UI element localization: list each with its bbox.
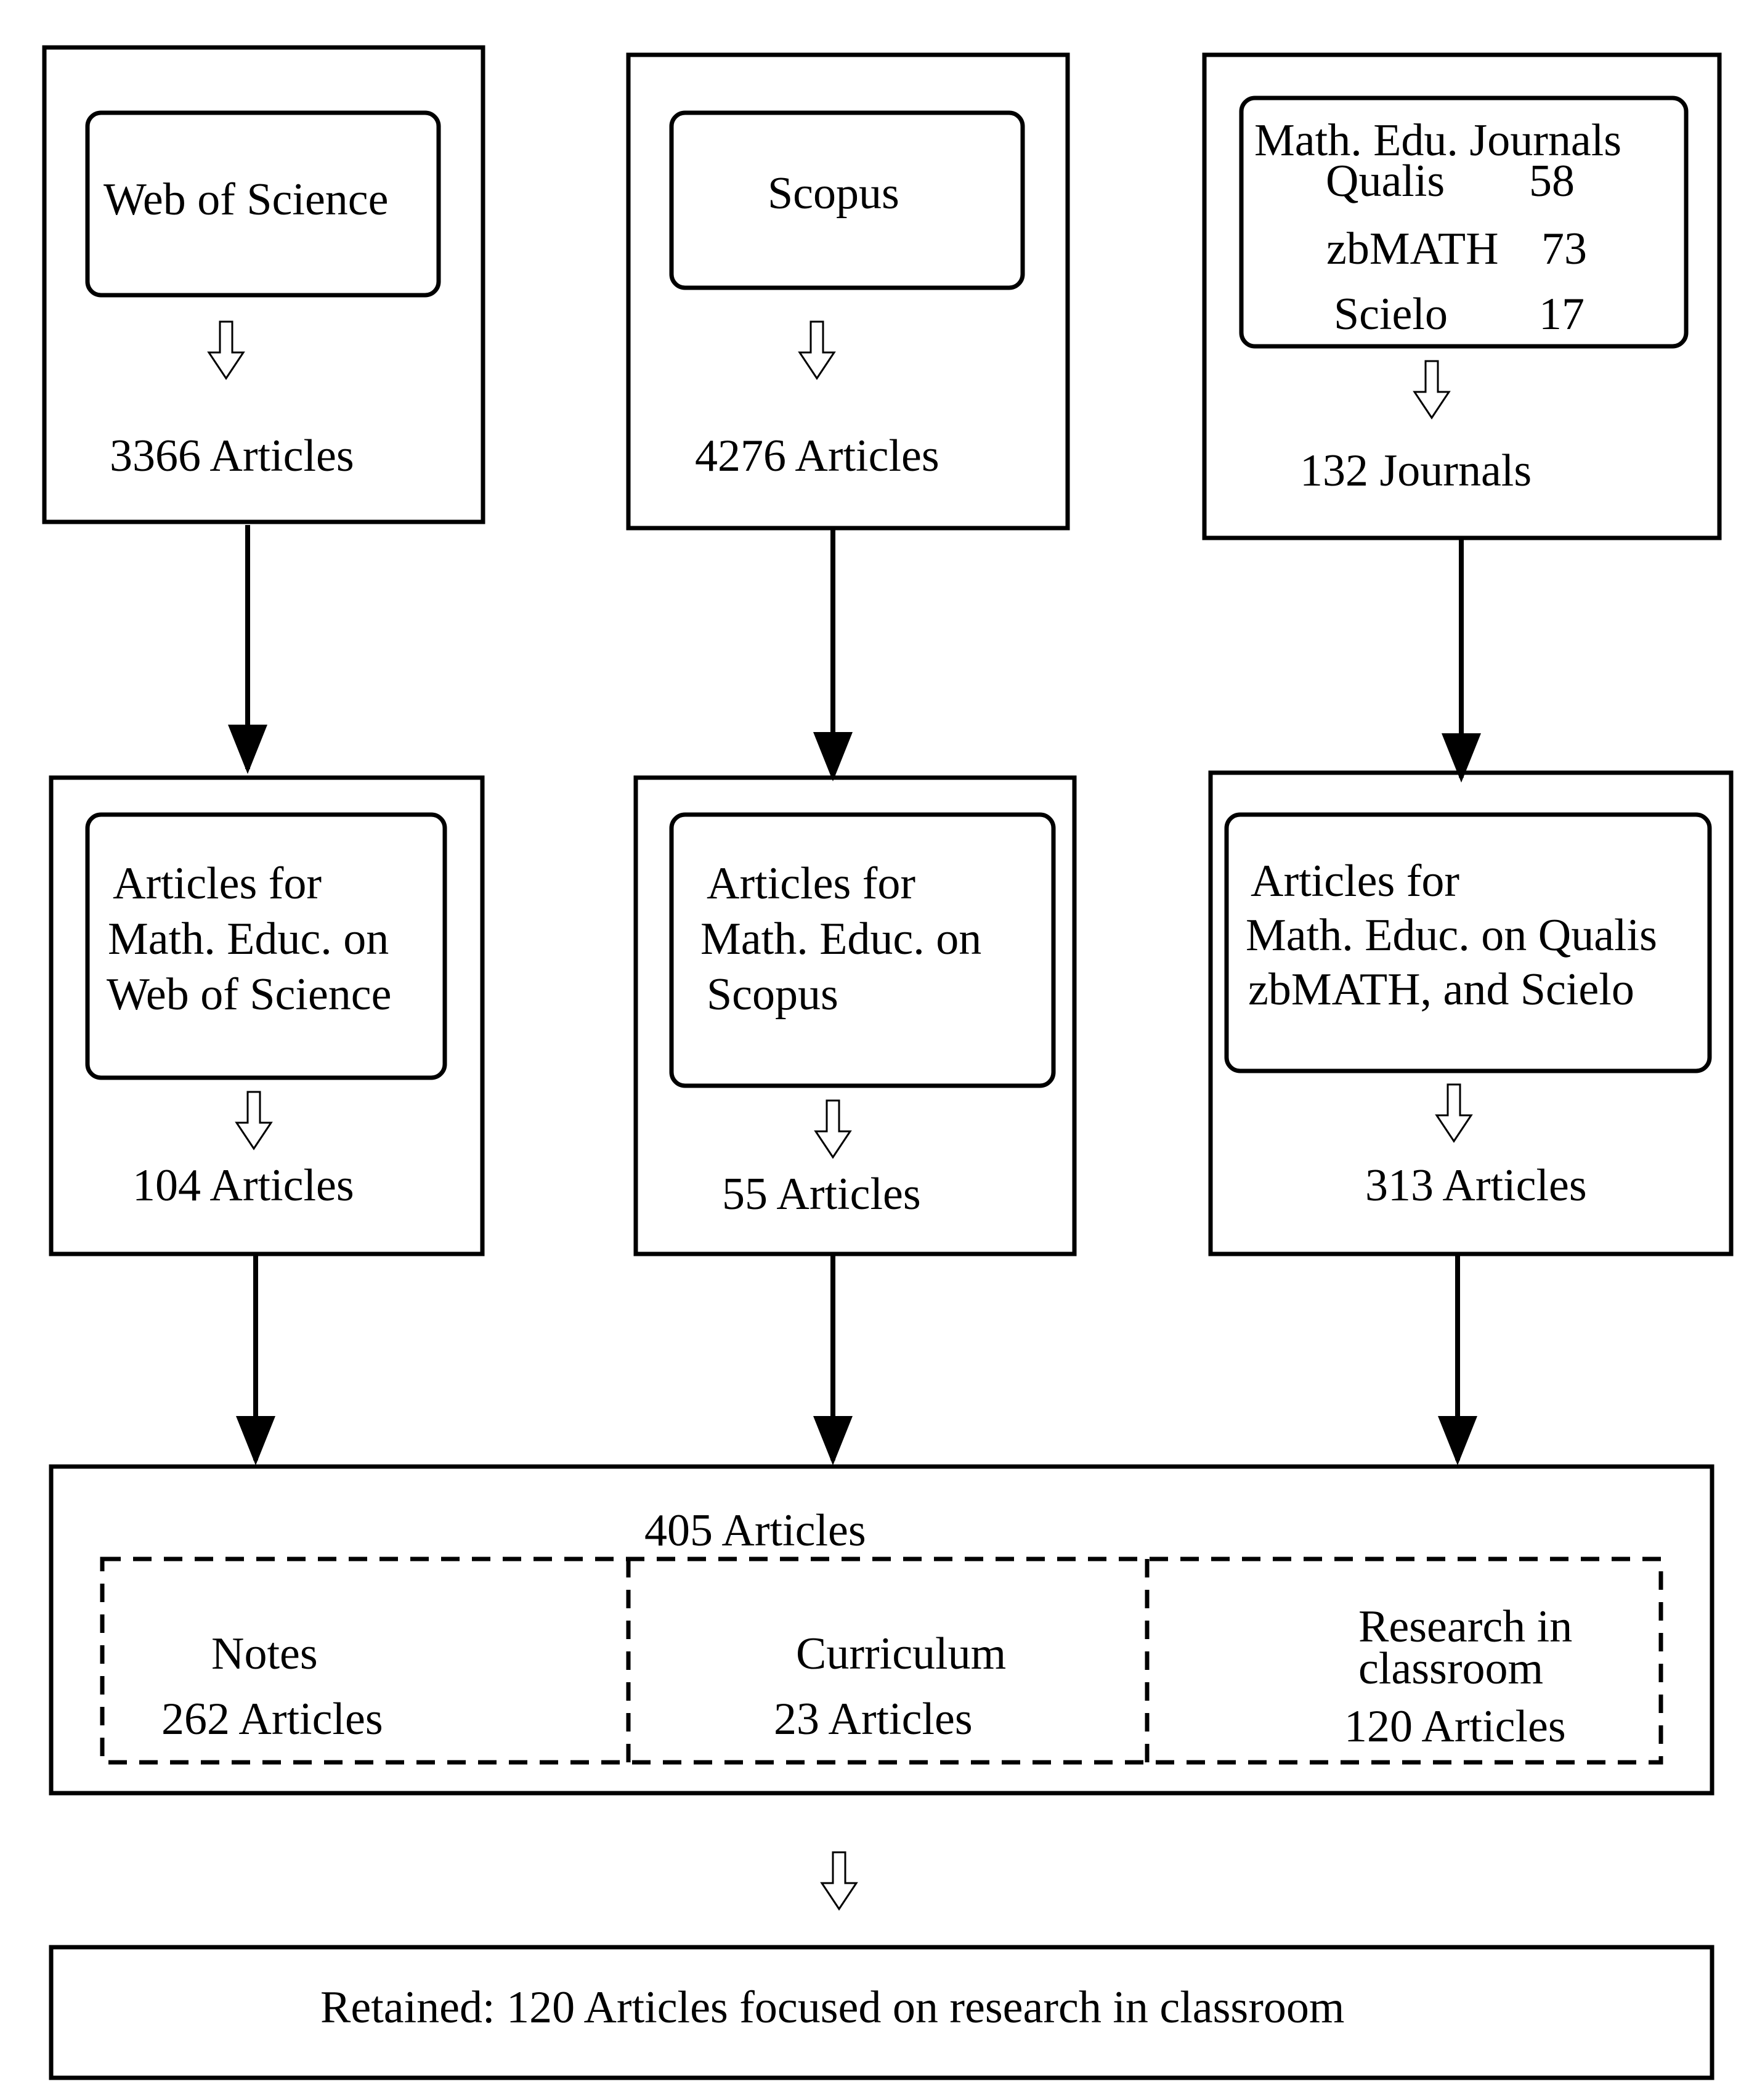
merged-box: 405 Articles Notes 262 Articles Curricul… [49,1464,1714,1796]
wos-count: 3366 Articles [110,431,354,481]
category-count: 23 Articles [774,1694,973,1744]
down-arrow-icon [235,1091,273,1150]
scopus-filtered-count: 55 Articles [722,1169,921,1219]
category-name: Curriculum [796,1629,1006,1679]
journals-filter-line-2: Math. Educ. on Qualis [1246,910,1657,961]
wos-name: Web of Science [103,174,389,225]
journals-filter-box: Articles for Math. Educ. on Qualis zbMAT… [1208,770,1734,1256]
wos-filtered-count: 104 Articles [132,1160,354,1211]
down-arrow-icon [820,1851,858,1911]
journals-title: Math. Edu. Journals [1254,115,1621,166]
category-notes: Notes 262 Articles [161,1629,383,1744]
connector-arrows-top [228,525,1481,783]
category-research-classroom: Research in classroom 120 Articles [1344,1601,1572,1752]
journal-value-scielo: 17 [1539,289,1585,340]
connector-arrows-bottom [236,1256,1477,1465]
down-arrow-icon [207,320,245,380]
scopus-source-box: Scopus 4276 Articles [626,52,1070,531]
category-dashed-frame [100,1557,1663,1765]
merged-total: 405 Articles [644,1505,866,1556]
journals-filtered-count: 313 Articles [1365,1160,1587,1211]
scopus-filter-line-1: Articles for [707,858,915,909]
scopus-filter-line-3: Scopus [707,969,838,1020]
journal-name-qualis: Qualis [1326,156,1445,206]
journals-count: 132 Journals [1300,446,1532,496]
scopus-count: 4276 Articles [695,431,939,481]
wos-filter-line-1: Articles for [113,858,322,909]
journal-value-qualis: 58 [1529,156,1575,206]
journal-name-scielo: Scielo [1334,289,1448,340]
scopus-filter-line-2: Math. Educ. on [700,914,981,964]
category-count: 262 Articles [161,1694,383,1744]
wos-filter-line-3: Web of Science [107,969,392,1020]
journal-name-zbmath: zbMATH [1326,224,1499,274]
scopus-name: Scopus [768,168,899,219]
retained-box: Retained: 120 Articles focused on resear… [49,1945,1714,2080]
retained-text: Retained: 120 Articles focused on resear… [320,1982,1344,2033]
down-arrow-icon [1413,360,1451,420]
wos-filter-line-2: Math. Educ. on [108,914,389,964]
category-curriculum: Curriculum 23 Articles [774,1629,1006,1744]
category-name-line-1: Research in [1358,1601,1572,1652]
category-name-line-2: classroom [1358,1643,1543,1694]
journals-source-box: Math. Edu. Journals Qualis 58 zbMATH 73 … [1202,52,1722,540]
down-arrow-icon [798,320,836,380]
wos-filter-box: Articles for Math. Educ. on Web of Scien… [49,775,485,1256]
journals-filter-line-3: zbMATH, and Scielo [1248,964,1634,1015]
scopus-filter-box: Articles for Math. Educ. on Scopus 55 Ar… [633,775,1077,1256]
journal-value-zbmath: 73 [1541,224,1587,274]
wos-source-box: Web of Science 3366 Articles [42,45,485,524]
down-arrow-icon [814,1099,852,1159]
journals-filter-line-1: Articles for [1251,856,1459,906]
category-name: Notes [211,1629,318,1679]
down-arrow-icon [1435,1083,1473,1143]
category-count: 120 Articles [1344,1701,1566,1752]
